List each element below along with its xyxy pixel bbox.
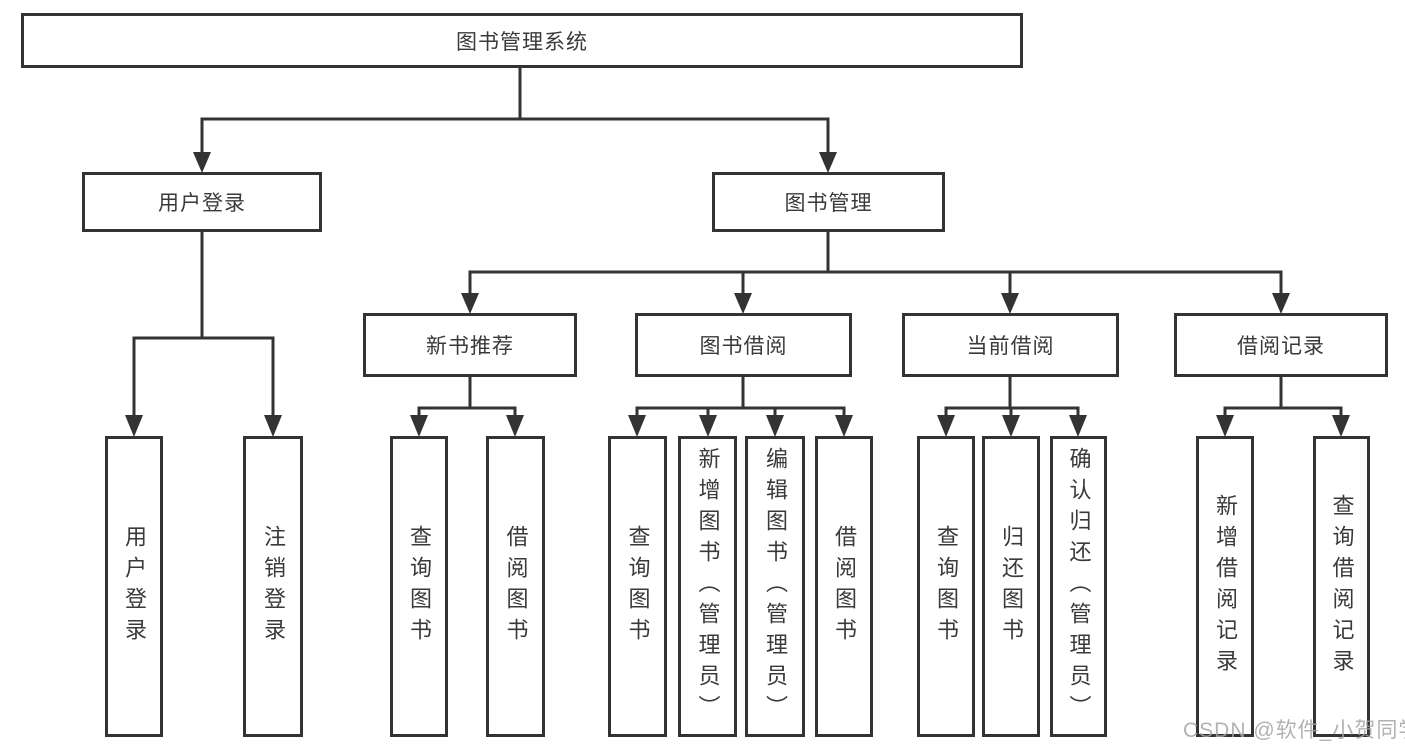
node-label: 用户登录: [122, 524, 147, 649]
leaf-query-books-recommend: 查询图书: [390, 436, 448, 737]
node-label: 当前借阅: [966, 335, 1055, 358]
leaf-query-books-current: 查询图书: [917, 436, 975, 737]
node-root-library-system: 图书管理系统: [21, 13, 1023, 68]
node-label: 借阅图书: [503, 524, 529, 649]
leaf-user-login: 用户登录: [105, 436, 163, 737]
node-new-book-recommend: 新书推荐: [363, 313, 577, 377]
node-label: 图书借阅: [699, 335, 788, 358]
leaf-borrow-books-recommend: 借阅图书: [486, 436, 545, 737]
node-current-borrow: 当前借阅: [902, 313, 1119, 377]
node-book-management: 图书管理: [712, 172, 945, 232]
node-label: 查询图书: [934, 524, 959, 649]
node-book-borrow: 图书借阅: [635, 313, 852, 377]
node-label: 图书管理: [784, 192, 873, 215]
leaf-borrow-books: 借阅图书: [815, 436, 873, 737]
node-label: 借阅记录: [1237, 335, 1325, 358]
node-label: 用户登录: [158, 192, 246, 215]
leaf-query-borrow-record: 查询借阅记录: [1313, 436, 1370, 737]
leaf-add-borrow-record: 新增借阅记录: [1196, 436, 1254, 737]
leaf-query-books-borrow: 查询图书: [608, 436, 667, 737]
node-label: 图书管理系统: [456, 30, 588, 54]
leaf-confirm-return-admin: 确认归还（管理员）: [1050, 436, 1107, 737]
node-user-login: 用户登录: [82, 172, 322, 232]
node-borrow-records: 借阅记录: [1174, 313, 1388, 377]
node-label: 注销登录: [261, 524, 286, 649]
node-label: 新书推荐: [426, 335, 514, 358]
node-label: 查询图书: [407, 524, 432, 649]
csdn-watermark: CSDN @软件_小贺同学: [1183, 719, 1405, 742]
node-label: 确认归还（管理员）: [1066, 447, 1092, 726]
leaf-edit-books-admin: 编辑图书（管理员）: [745, 436, 805, 737]
leaf-logout: 注销登录: [243, 436, 303, 737]
node-label: 查询借阅记录: [1329, 493, 1355, 680]
leaf-add-books-admin: 新增图书（管理员）: [678, 436, 737, 737]
node-label: 新增借阅记录: [1213, 493, 1238, 680]
leaf-return-books: 归还图书: [982, 436, 1040, 737]
node-label: 编辑图书（管理员）: [763, 447, 788, 726]
node-label: 新增图书（管理员）: [695, 447, 721, 726]
node-label: 归还图书: [999, 524, 1024, 649]
node-label: 查询图书: [625, 524, 651, 649]
node-label: 借阅图书: [832, 524, 857, 649]
